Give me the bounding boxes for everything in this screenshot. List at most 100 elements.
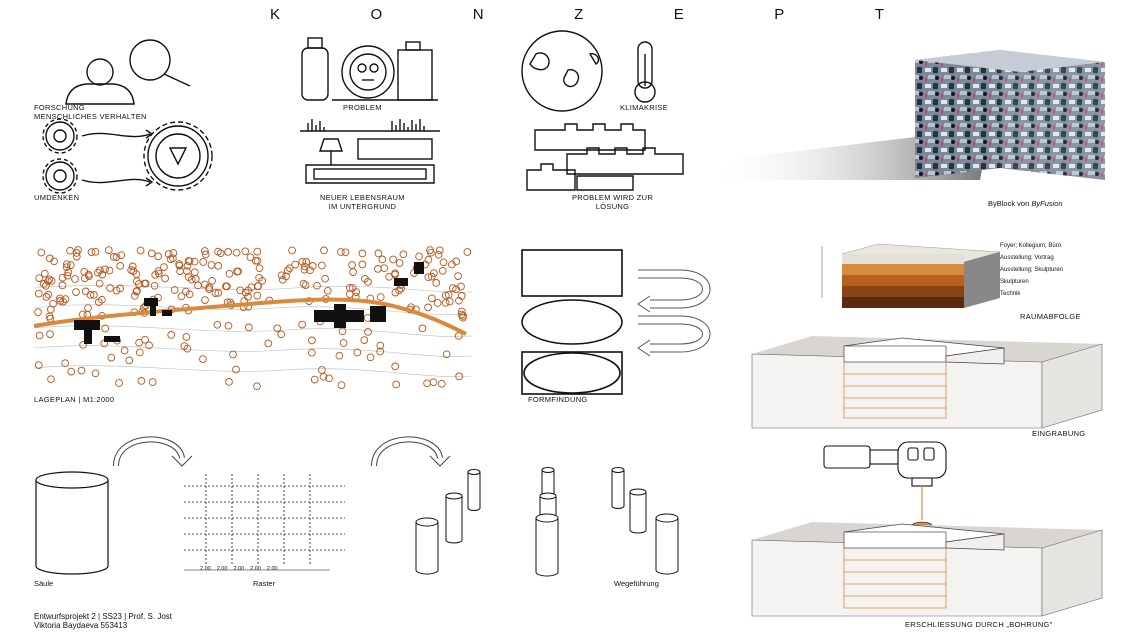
title-letter: N [472,6,490,23]
tree-mark [439,258,448,267]
tree-mark [133,277,141,286]
tree-mark [325,374,333,383]
tree-mark [378,255,387,264]
tree-mark [253,256,262,265]
tree-mark [241,247,250,256]
tree-mark [300,262,309,271]
legend-item: Ausstellung; Skulpturen [1000,267,1064,273]
tree-mark [358,249,367,258]
drill-icon [823,441,947,531]
tree-mark [358,260,367,269]
tree-mark [245,323,253,332]
tree-mark [246,253,255,262]
tree-mark [234,267,242,276]
problem-label: PROBLEM [343,103,382,112]
tree-mark [392,380,401,389]
drilling-section-diagram [751,522,1103,617]
legend-item: Foyer; Kollegium; Büro [1000,243,1062,249]
tree-mark [91,247,100,256]
gear-arrow-icon [42,118,213,194]
tree-mark [213,320,222,329]
tree-mark [459,313,467,322]
tree-mark [183,344,192,353]
tree-mark [109,253,118,261]
title-letter: T [874,6,890,23]
tree-mark [253,282,262,290]
tree-mark [39,280,48,288]
tree-mark [348,284,357,292]
tree-mark [58,273,67,282]
tree-mark [71,275,79,283]
site-plan-map [33,246,473,391]
tree-mark [313,281,321,290]
tree-mark [183,261,192,270]
globe-thermometer-icon [521,30,656,112]
eingrabung-label: EINGRABUNG [1032,429,1086,438]
tree-mark [300,265,309,274]
tree-mark [125,356,134,365]
tree-mark [91,369,100,378]
tree-mark [154,267,163,275]
tree-mark [185,257,194,266]
living-space-icon [300,119,440,184]
tree-mark [454,272,462,280]
tree-mark [448,260,456,269]
tree-mark [183,267,191,275]
tree-mark [224,321,233,330]
tree-mark [335,351,344,360]
title-letter: K [270,6,287,23]
tree-mark [376,347,385,356]
tree-mark [167,331,176,339]
tree-mark [214,289,223,297]
tree-mark [435,246,444,255]
tree-mark [428,294,436,303]
tree-mark [58,281,67,290]
tree-mark [77,366,86,375]
tree-mark [389,255,397,264]
tree-mark [463,248,472,256]
tree-mark [216,249,225,258]
tree-mark [376,341,385,350]
columns-group [535,467,559,577]
columns-group [611,467,679,575]
tree-mark [44,290,53,299]
tree-mark [364,278,372,286]
tree-mark [225,269,234,278]
tree-mark [116,262,125,270]
tree-mark [67,367,76,376]
tree-mark [433,299,442,307]
form-finding-diagram [521,249,711,395]
tree-mark [299,279,308,288]
tree-mark [426,246,434,254]
tree-mark [380,264,389,273]
tree-mark [199,258,208,266]
tree-mark [457,307,466,316]
tree-mark [107,353,116,362]
tree-mark [72,249,81,257]
formfindung-label: FORMFINDUNG [528,395,588,404]
tree-mark [106,284,114,292]
tree-mark [264,339,273,348]
tree-mark [353,348,362,357]
tree-mark [135,338,143,347]
tree-mark [229,350,237,359]
tree-mark [117,251,126,260]
tree-mark [429,378,438,387]
tree-mark [169,249,178,257]
tree-mark [253,382,261,391]
footer: Entwurfsprojekt 2 | SS23 | Prof. S. Jost… [34,612,172,630]
tree-mark [101,324,110,333]
title-letter: O [370,6,389,23]
tree-mark [34,289,43,298]
tree-mark [98,270,107,279]
tree-mark [337,248,345,256]
tree-mark [321,274,329,283]
tree-mark [208,276,216,285]
tree-mark [150,281,159,290]
tree-mark [348,261,356,269]
tree-mark [84,304,92,312]
tree-mark [221,282,230,291]
tree-mark [442,350,451,359]
tree-mark [308,336,316,345]
